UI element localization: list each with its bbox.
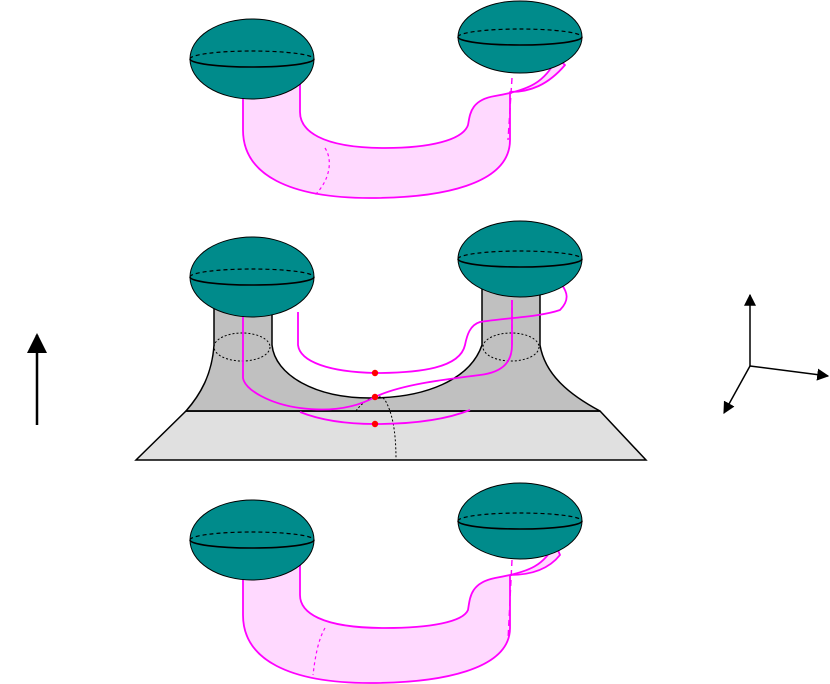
top-tube-surface (189, 0, 583, 199)
upper-magenta-curve (297, 284, 568, 374)
crossing-point-middle (371, 393, 379, 401)
bottom-tube-dashed-seam-left (312, 627, 326, 676)
bottom-tube-dashed-seam-right (507, 559, 513, 641)
left-neck-circle (213, 332, 271, 362)
coordinate-axes-icon (723, 293, 830, 415)
crossing-point-top (371, 369, 379, 377)
crossing-point-bottom (371, 420, 379, 428)
bottom-left-ball (189, 499, 315, 581)
top-tube-dashed-seam-right (507, 77, 513, 141)
light-plate (134, 410, 648, 461)
top-right-ball (457, 0, 583, 74)
bottom-right-ball (457, 482, 583, 560)
middle-plate-configuration (134, 220, 648, 461)
dark-plate (184, 277, 601, 412)
middle-right-ball (457, 220, 583, 298)
bottom-tube-surface (189, 482, 583, 684)
top-left-ball (189, 18, 315, 100)
right-neck-circle (482, 332, 540, 362)
middle-left-ball (189, 236, 315, 318)
